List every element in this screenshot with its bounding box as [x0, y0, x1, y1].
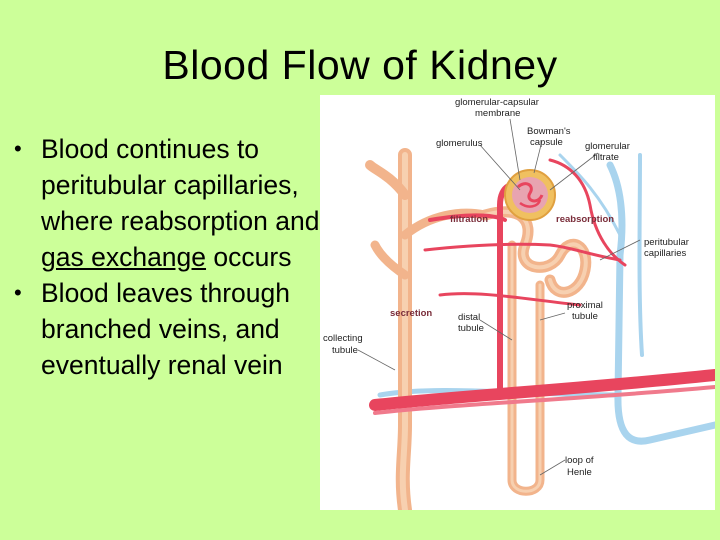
bullet-item: • Blood continues to peritubular capillar…	[14, 131, 334, 275]
label-glomerular-capsular-membrane: glomerular-capsular	[455, 97, 539, 108]
bullet-glyph: •	[14, 280, 22, 305]
label-bowmans-capsule: Bowman's	[527, 126, 571, 137]
bullet-text: Blood continues to peritubular capillari…	[41, 134, 320, 236]
label-proximal-tubule-line2: tubule	[572, 311, 598, 322]
bullet-item: • Blood leaves through branched veins, an…	[14, 275, 334, 383]
label-peritubular-capillaries-line2: capillaries	[644, 248, 686, 259]
bullet-glyph: •	[14, 136, 22, 161]
label-pointers	[357, 118, 641, 476]
bowmans-capsule	[504, 169, 556, 221]
label-proximal-tubule: proximal	[567, 300, 603, 311]
label-loop-of-henle: loop of	[565, 455, 594, 466]
label-loop-of-henle-line2: Henle	[567, 467, 592, 478]
bullet-underlined-text: gas exchange	[41, 242, 207, 272]
bullet-text-end: occurs	[206, 242, 292, 272]
bullet-list: • Blood continues to peritubular capillar…	[14, 131, 334, 383]
label-glomerulus: glomerulus	[436, 138, 483, 149]
label-glomerular-capsular-membrane-line2: membrane	[475, 108, 520, 119]
label-glomerular-filtrate: glomerular	[585, 141, 630, 152]
label-collecting-tubule: collecting	[323, 333, 363, 344]
slide-title: Blood Flow of Kidney	[162, 42, 558, 88]
label-collecting-tubule-line2: tubule	[332, 345, 358, 356]
label-reabsorption: reabsorption	[556, 214, 614, 225]
label-distal-tubule: distal	[458, 312, 480, 323]
glomerulus-loops	[516, 182, 544, 203]
bullet-text: Blood leaves through branched veins, and…	[41, 278, 290, 380]
label-secretion: secretion	[390, 308, 432, 319]
nephron-diagram: glomerular-capsular membrane Bowman's ca…	[320, 95, 715, 510]
label-distal-tubule-line2: tubule	[458, 323, 484, 334]
label-filtration: filtration	[450, 214, 488, 225]
label-peritubular-capillaries: peritubular	[644, 237, 689, 248]
nephron-tubule	[479, 206, 592, 496]
label-glomerular-filtrate-line2: filtrate	[593, 152, 619, 163]
nephron-illustration: glomerular-capsular membrane Bowman's ca…	[323, 97, 715, 510]
label-bowmans-capsule-line2: capsule	[530, 137, 563, 148]
